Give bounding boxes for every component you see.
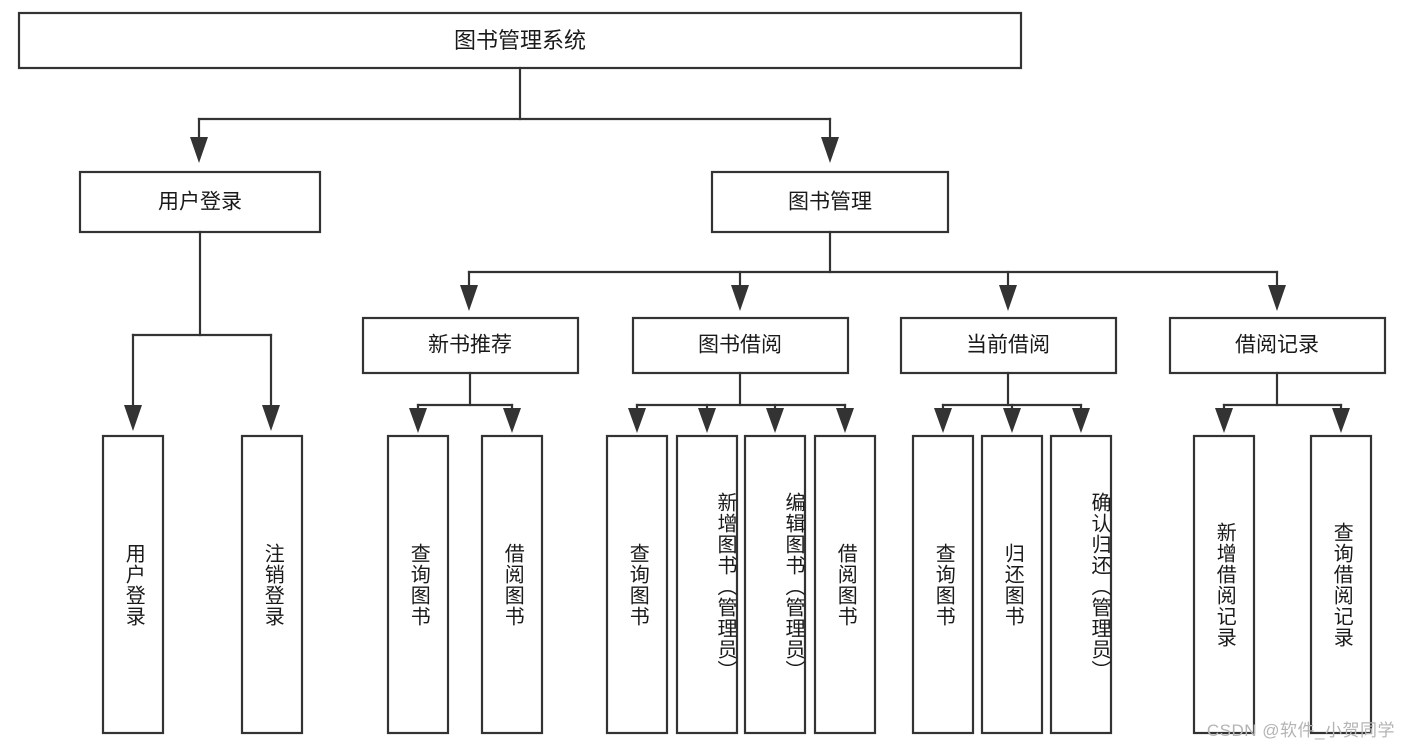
arrowhead-book-manage bbox=[821, 137, 839, 163]
leaf-box-new-book-rec-1[interactable] bbox=[386, 434, 450, 735]
watermark-text: CSDN @软件_小贺同学 bbox=[1206, 721, 1395, 740]
leaf-box-book-borrow-4[interactable] bbox=[813, 434, 877, 735]
arrowhead-leaf-logout bbox=[262, 405, 280, 431]
arrowhead-br-leaf2 bbox=[1332, 408, 1350, 433]
leaf-box-user-login-1[interactable] bbox=[101, 434, 165, 735]
node-book-borrow-label: 图书借阅 bbox=[698, 334, 782, 357]
node-user-login-label: 用户登录 bbox=[158, 191, 242, 214]
arrowhead-bb-leaf3 bbox=[766, 408, 784, 433]
node-current-borrow-box[interactable] bbox=[899, 316, 1118, 375]
node-borrow-record-label: 借阅记录 bbox=[1235, 334, 1319, 357]
arrowhead-nbr-leaf2 bbox=[503, 408, 521, 433]
node-root-box[interactable] bbox=[17, 11, 1023, 70]
arrowhead-borrow-record bbox=[1268, 285, 1286, 311]
leaf-box-new-book-rec-2[interactable] bbox=[480, 434, 544, 735]
arrowhead-cb-leaf3 bbox=[1072, 408, 1090, 433]
arrowhead-current-borrow bbox=[999, 285, 1017, 311]
arrowhead-new-book-rec bbox=[460, 285, 478, 311]
node-book-manage-box[interactable] bbox=[710, 170, 950, 234]
leaf-box-borrow-record-1[interactable] bbox=[1192, 434, 1256, 735]
node-book-manage-label: 图书管理 bbox=[788, 191, 872, 214]
arrowhead-br-leaf1 bbox=[1215, 408, 1233, 433]
leaf-box-current-borrow-2[interactable] bbox=[980, 434, 1044, 735]
leaf-box-book-borrow-3[interactable] bbox=[743, 434, 807, 735]
leaf-box-user-login-2[interactable] bbox=[240, 434, 304, 735]
leaf-box-current-borrow-3[interactable] bbox=[1049, 434, 1113, 735]
arrowhead-user-login bbox=[190, 137, 208, 163]
node-current-borrow-label: 当前借阅 bbox=[966, 334, 1050, 357]
arrowhead-nbr-leaf1 bbox=[409, 408, 427, 433]
node-borrow-record-box[interactable] bbox=[1168, 316, 1387, 375]
arrowhead-bb-leaf4 bbox=[836, 408, 854, 433]
leaf-box-book-borrow-2[interactable] bbox=[675, 434, 739, 735]
arrowhead-bb-leaf1 bbox=[628, 408, 646, 433]
node-new-book-rec-label: 新书推荐 bbox=[428, 334, 512, 357]
arrowhead-book-borrow bbox=[731, 285, 749, 311]
node-book-borrow-box[interactable] bbox=[631, 316, 850, 375]
leaf-box-borrow-record-2[interactable] bbox=[1309, 434, 1373, 735]
arrowhead-leaf-user-login bbox=[124, 405, 142, 431]
node-new-book-rec-box[interactable] bbox=[361, 316, 580, 375]
arrowhead-cb-leaf1 bbox=[934, 408, 952, 433]
leaf-box-current-borrow-1[interactable] bbox=[911, 434, 975, 735]
node-root-label: 图书管理系统 bbox=[454, 28, 586, 53]
leaf-box-book-borrow-1[interactable] bbox=[605, 434, 669, 735]
arrowhead-cb-leaf2 bbox=[1003, 408, 1021, 433]
arrowhead-bb-leaf2 bbox=[698, 408, 716, 433]
